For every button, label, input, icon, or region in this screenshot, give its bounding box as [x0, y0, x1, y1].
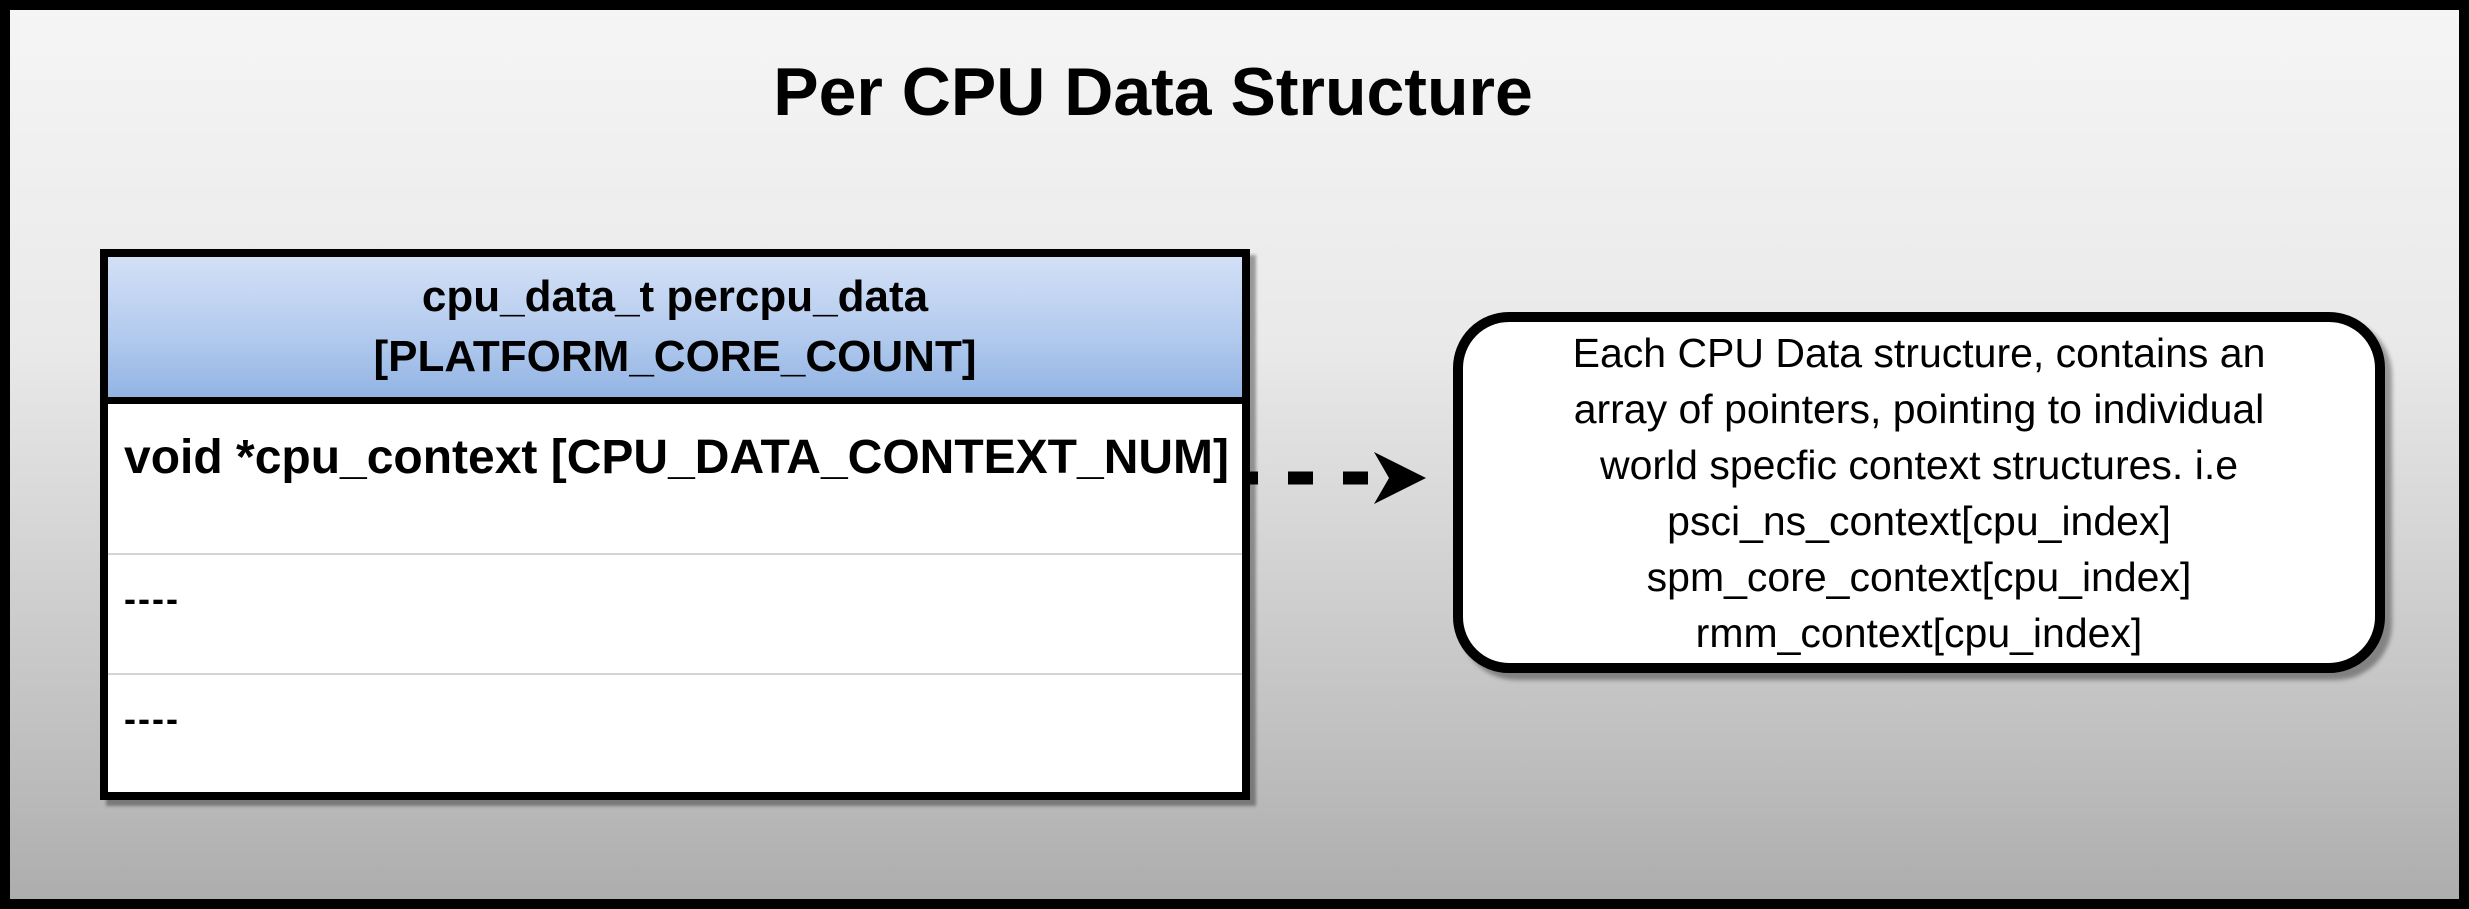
cpu-data-table: cpu_data_t percpu_data [PLATFORM_CORE_CO…: [100, 249, 1250, 800]
callout-note: Each CPU Data structure, contains an arr…: [1453, 312, 2385, 673]
table-header-line-2: [PLATFORM_CORE_COUNT]: [373, 332, 977, 381]
table-row-cpu-context: void *cpu_context [CPU_DATA_CONTEXT_NUM]: [108, 404, 1242, 553]
callout-line: rmm_context[cpu_index]: [1695, 609, 2143, 656]
arrowhead-icon: [1374, 452, 1426, 504]
table-header-line-1: cpu_data_t percpu_data: [421, 272, 929, 321]
callout-line: Each CPU Data structure, contains an: [1572, 329, 2266, 376]
callout-line: array of pointers, pointing to individua…: [1573, 385, 2265, 432]
table-header: cpu_data_t percpu_data [PLATFORM_CORE_CO…: [108, 257, 1242, 404]
callout-line: world specfic context structures. i.e: [1599, 441, 2239, 488]
page-title: Per CPU Data Structure: [773, 54, 1533, 130]
callout-line: spm_core_context[cpu_index]: [1646, 553, 2192, 600]
table-row-placeholder-2: ----: [108, 673, 1242, 792]
dashed-arrow-connector: [1249, 452, 1426, 504]
table-row-placeholder-1: ----: [108, 553, 1242, 673]
callout-line: psci_ns_context[cpu_index]: [1667, 497, 2171, 544]
